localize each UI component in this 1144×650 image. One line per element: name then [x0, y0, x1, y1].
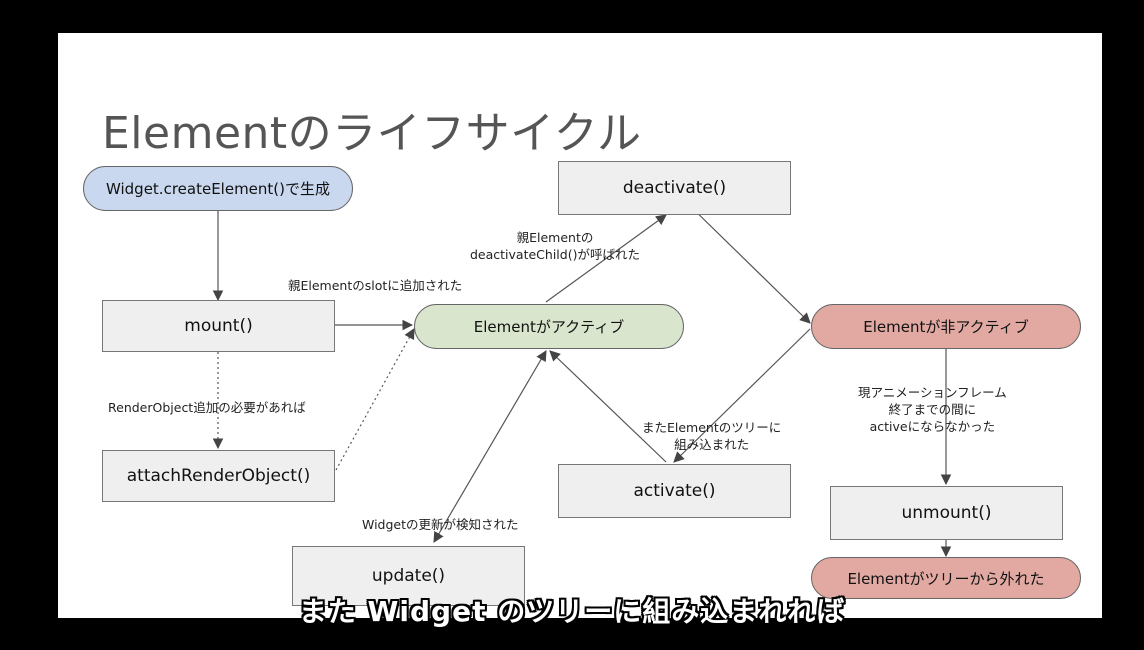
label-frame-end: 現アニメーションフレーム 終了までの間に activeにならなかった: [858, 384, 1007, 435]
label-widget-updated: Widgetの更新が検知された: [362, 517, 519, 532]
mount-node: mount(): [102, 300, 335, 352]
connector-layer: [212, 199, 952, 558]
arrow-activate-to-active: [549, 350, 667, 463]
slide-title: Elementのライフサイクル: [102, 108, 642, 159]
label-frame-end-line-2: 終了までの間に: [888, 402, 977, 417]
arrow-update-active: [433, 350, 547, 543]
create-element-node: Widget.createElement()で生成: [83, 166, 353, 211]
label-render-needed: RenderObject追加の必要があれば: [108, 400, 306, 415]
element-removed-node: Elementがツリーから外れた: [811, 557, 1081, 599]
label-parent-deactivate-line-2: deactivateChild()が呼ばれた: [470, 247, 640, 262]
label-reinserted: またElementのツリーに 組み込まれた: [642, 419, 781, 453]
label-frame-end-line-1: 現アニメーションフレーム: [858, 385, 1007, 400]
unmount-node: unmount(): [830, 486, 1063, 540]
slide: Elementのライフサイクル Widget.createElement()で生…: [58, 33, 1102, 618]
arrow-active-to-deactivate: [545, 214, 667, 303]
label-slot-added: 親Elementのslotに追加された: [288, 278, 463, 293]
activate-node: activate(): [558, 464, 791, 518]
element-active-node: Elementがアクティブ: [414, 304, 684, 349]
deactivate-node: deactivate(): [558, 161, 791, 215]
attach-render-object-node: attachRenderObject(): [102, 450, 335, 502]
label-parent-deactivate: 親Elementの deactivateChild()が呼ばれた: [470, 229, 640, 263]
label-frame-end-line-3: activeにならなかった: [869, 419, 996, 434]
label-parent-deactivate-line-1: 親Elementの: [516, 230, 594, 245]
label-reinserted-line-1: またElementのツリーに: [642, 420, 782, 435]
element-inactive-node: Elementが非アクティブ: [811, 304, 1081, 349]
video-subtitle: また Widget のツリーに組み込まれれば: [298, 595, 846, 628]
update-node: update(): [292, 546, 525, 606]
label-reinserted-line-2: 組み込まれた: [674, 437, 750, 452]
arrow-attach-to-active: [335, 328, 415, 471]
arrow-deactivate-to-inactive: [683, 199, 811, 324]
arrow-inactive-to-activate: [673, 328, 811, 463]
